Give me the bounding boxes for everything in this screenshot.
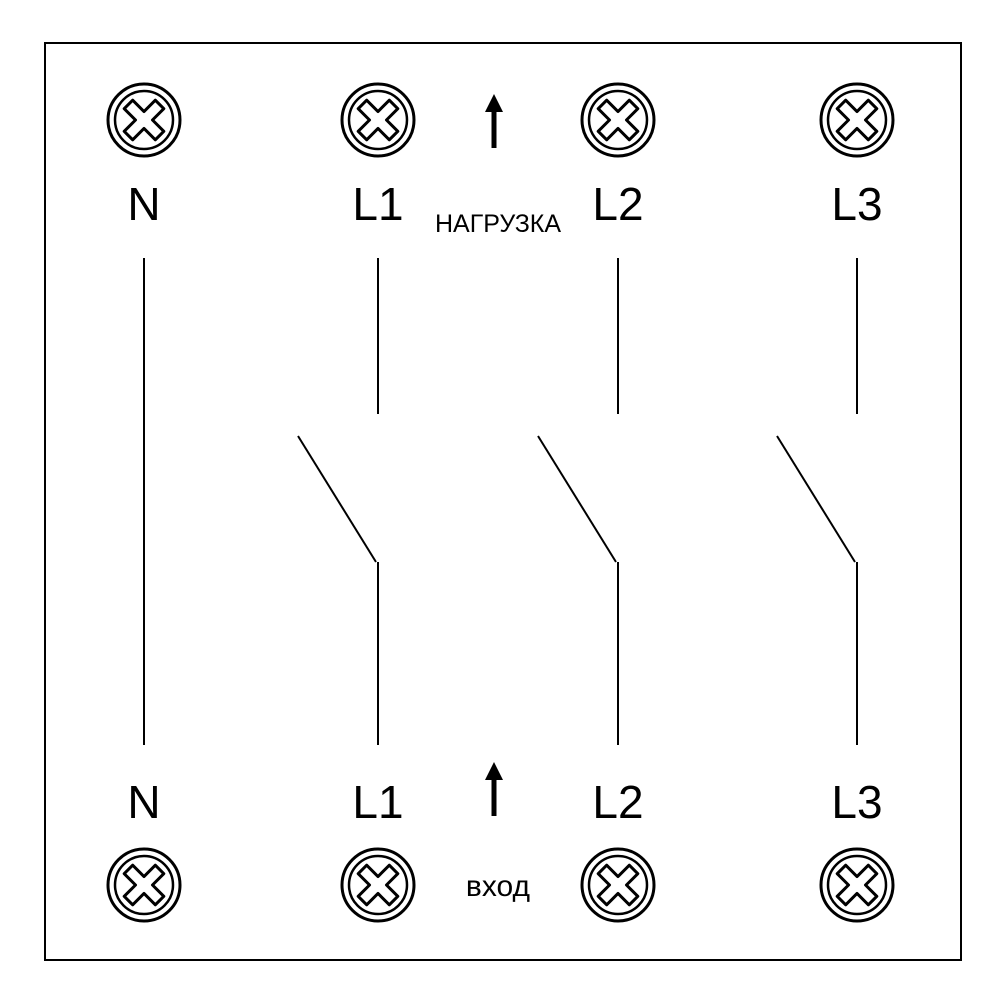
switch-contact-l2 <box>537 258 619 745</box>
top-terminal-label-l1: L1 <box>352 178 403 230</box>
screw-terminal-icon <box>340 847 416 923</box>
arrow-up-icon <box>485 762 503 816</box>
load-caption: НАГРУЗКА <box>435 210 561 238</box>
screw-terminal-icon <box>106 82 182 158</box>
top-terminal-label-n: N <box>127 178 160 230</box>
bottom-terminal-label-l1: L1 <box>352 776 403 828</box>
screw-terminal-icon <box>819 82 895 158</box>
screw-terminal-icon <box>819 847 895 923</box>
switch-contact-l1 <box>297 258 379 745</box>
input-caption: вход <box>466 870 530 903</box>
bottom-terminal-label-n: N <box>127 776 160 828</box>
screw-terminal-icon <box>340 82 416 158</box>
bottom-terminal-label-l2: L2 <box>592 776 643 828</box>
switch-contact-l3 <box>776 258 858 745</box>
top-terminal-label-l3: L3 <box>831 178 882 230</box>
arrow-up-icon <box>485 94 503 148</box>
screw-terminal-icon <box>106 847 182 923</box>
screw-terminal-icon <box>580 82 656 158</box>
top-terminal-label-l2: L2 <box>592 178 643 230</box>
screw-terminal-icon <box>580 847 656 923</box>
panel-frame <box>44 42 962 961</box>
bottom-terminal-label-l3: L3 <box>831 776 882 828</box>
